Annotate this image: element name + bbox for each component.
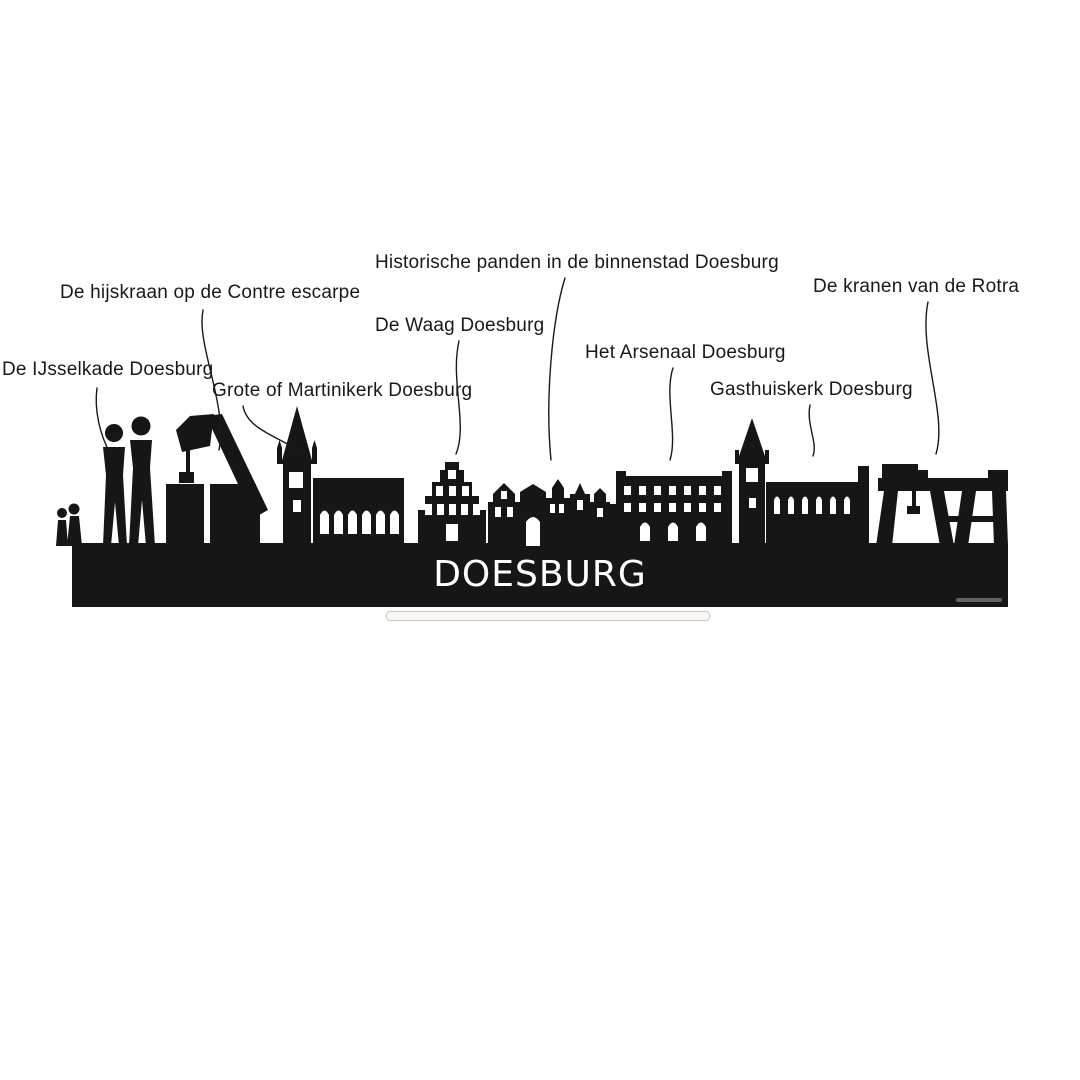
watermark-mark bbox=[956, 598, 1002, 602]
hijskraan-crane bbox=[166, 414, 268, 546]
waag-windows bbox=[425, 470, 480, 541]
historic-houses-windows bbox=[495, 491, 603, 546]
annotation-label-historische-panden: Historische panden in de binnenstad Does… bbox=[375, 252, 779, 273]
annotation-label-hijskraan: De hijskraan op de Contre escarpe bbox=[60, 282, 361, 303]
annotation-label-arsenaal: Het Arsenaal Doesburg bbox=[585, 342, 786, 363]
annotation-label-gasthuiskerk: Gasthuiskerk Doesburg bbox=[710, 379, 913, 400]
annotation-label-ijsselkade: De IJsselkade Doesburg bbox=[2, 359, 214, 380]
historic-houses bbox=[488, 479, 618, 546]
skyline-name-cutout: DOESBURG bbox=[433, 554, 647, 595]
arsenaal-windows bbox=[624, 486, 721, 541]
annotation-label-kranen-rotra: De kranen van de Rotra bbox=[813, 276, 1020, 297]
rotra-cranes bbox=[876, 464, 1008, 546]
annotation-label-martinikerk: Grote of Martinikerk Doesburg bbox=[212, 380, 473, 401]
people-figures bbox=[56, 416, 155, 546]
skyline-base-band bbox=[72, 543, 1008, 607]
martinikerk-windows bbox=[289, 472, 399, 534]
gasthuiskerk-windows bbox=[746, 468, 850, 514]
annotation-label-waag: De Waag Doesburg bbox=[375, 315, 545, 336]
gasthuiskerk-church bbox=[735, 418, 869, 546]
display-stand bbox=[386, 611, 710, 621]
